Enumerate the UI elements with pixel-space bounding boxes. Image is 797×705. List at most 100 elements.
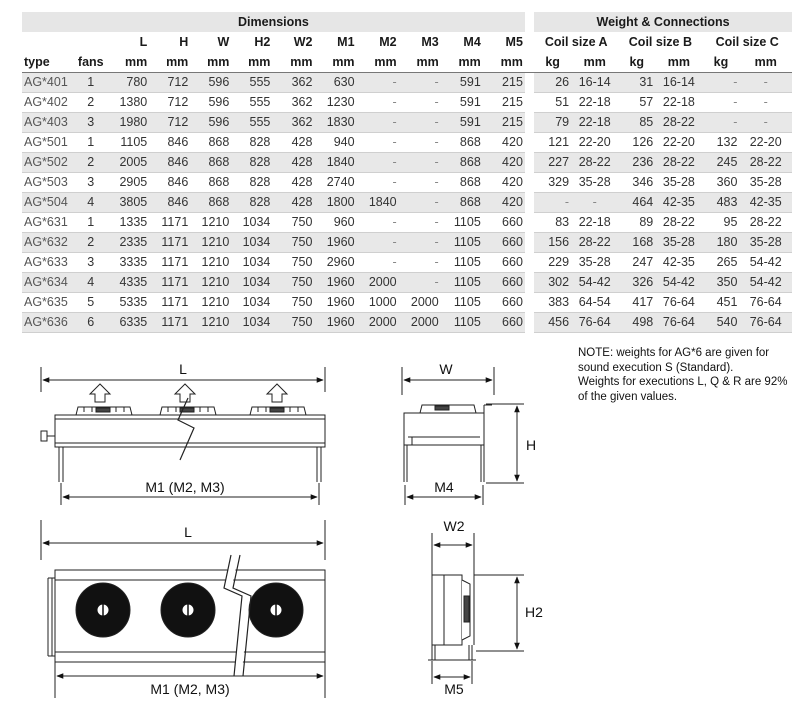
cell-M2: - — [356, 252, 399, 273]
unit-mm: mm — [149, 52, 191, 73]
cell-b-mm: 35-28 — [655, 232, 703, 253]
cell-L: 5335 — [108, 292, 150, 313]
cell-W: 868 — [190, 152, 232, 173]
cell-a-kg: 79 — [534, 112, 572, 133]
cell-a-kg: 121 — [534, 132, 572, 153]
cell-b-kg: 236 — [618, 152, 656, 173]
cell-W2: 750 — [272, 212, 315, 233]
cell-c-mm: - — [739, 112, 792, 133]
unit-kg: kg — [534, 52, 572, 73]
cell-a-kg: 227 — [534, 152, 572, 173]
cell-c-mm: - — [739, 92, 792, 113]
group-dimensions: Dimensions — [22, 12, 525, 32]
cell-fans: 2 — [73, 92, 109, 113]
cell-H: 1171 — [149, 292, 191, 313]
cell-c-kg: 180 — [702, 232, 740, 253]
cell-c-mm: 76-64 — [739, 312, 792, 333]
cell-L: 1980 — [108, 112, 150, 133]
cell-b-kg: 168 — [618, 232, 656, 253]
unit-mm: mm — [356, 52, 399, 73]
cell-type: AG*403 — [22, 112, 74, 133]
note-line-2: Weights for executions L, Q & R are 92% … — [578, 376, 788, 403]
cell-M1: 2740 — [314, 172, 357, 193]
cell-L: 6335 — [108, 312, 150, 333]
note-line-1: NOTE: weights for AG*6 are given for sou… — [578, 347, 770, 374]
cell-H2: 1034 — [231, 272, 273, 293]
unit-mm: mm — [571, 52, 619, 73]
cell-b-kg: 498 — [618, 312, 656, 333]
end-m5-label: M5 — [444, 681, 464, 697]
cell-H2: 555 — [231, 72, 273, 93]
cell-M2: - — [356, 152, 399, 173]
cell-b-mm: 76-64 — [655, 292, 703, 313]
cell-H: 712 — [149, 92, 191, 113]
cell-H: 846 — [149, 192, 191, 213]
header-coil-c: Coil size C — [702, 32, 792, 52]
cell-b-kg: 89 — [618, 212, 656, 233]
specification-table: Dimensions Weight & Connections L H W H2… — [22, 12, 792, 333]
cell-c-kg: 265 — [702, 252, 740, 273]
cell-c-mm: 22-20 — [739, 132, 792, 153]
cell-c-kg: - — [702, 92, 740, 113]
cell-c-mm: 76-64 — [739, 292, 792, 313]
cell-fans: 5 — [73, 292, 109, 313]
cell-M2: 1000 — [356, 292, 399, 313]
cell-type: AG*504 — [22, 192, 74, 213]
cell-M3: - — [398, 212, 441, 233]
fan-icons-top — [75, 582, 304, 638]
header-M5: M5 — [482, 32, 525, 52]
cell-a-mm: 22-18 — [571, 112, 619, 133]
side-height-label: H — [526, 437, 536, 453]
group-weights: Weight & Connections — [534, 12, 792, 32]
cell-M1: 960 — [314, 212, 357, 233]
cell-M4: 591 — [440, 72, 483, 93]
cell-W2: 362 — [272, 72, 315, 93]
unit-mm: mm — [272, 52, 315, 73]
cell-b-mm: 76-64 — [655, 312, 703, 333]
top-view-drawing — [40, 520, 326, 698]
cell-H2: 555 — [231, 112, 273, 133]
cell-a-mm: - — [571, 192, 619, 213]
cell-W: 1210 — [190, 212, 232, 233]
cell-W: 596 — [190, 92, 232, 113]
cell-W: 596 — [190, 112, 232, 133]
cell-c-mm: 28-22 — [739, 212, 792, 233]
cell-L: 4335 — [108, 272, 150, 293]
cell-W2: 750 — [272, 252, 315, 273]
cell-H2: 828 — [231, 132, 273, 153]
cell-M2: - — [356, 112, 399, 133]
cell-fans: 6 — [73, 312, 109, 333]
cell-M1: 1960 — [314, 272, 357, 293]
cell-M4: 868 — [440, 192, 483, 213]
cell-M1: 1960 — [314, 232, 357, 253]
front-view-drawing — [40, 367, 326, 505]
cell-b-kg: 57 — [618, 92, 656, 113]
cell-W: 1210 — [190, 272, 232, 293]
cell-H2: 828 — [231, 152, 273, 173]
cell-M3: - — [398, 172, 441, 193]
cell-M1: 1960 — [314, 312, 357, 333]
group-header-row: Dimensions Weight & Connections — [22, 12, 792, 32]
cell-M2: - — [356, 92, 399, 113]
cell-a-kg: 302 — [534, 272, 572, 293]
fan-housings-front — [75, 406, 307, 416]
cell-a-kg: - — [534, 192, 572, 213]
cell-b-mm: 28-22 — [655, 152, 703, 173]
header-W2: W2 — [272, 32, 315, 52]
cell-M2: - — [356, 212, 399, 233]
cell-c-kg: 350 — [702, 272, 740, 293]
header-type: type — [22, 52, 74, 73]
top-length-label: L — [184, 524, 192, 540]
cell-M1: 1960 — [314, 292, 357, 313]
cell-a-mm: 28-22 — [571, 152, 619, 173]
cell-M4: 868 — [440, 152, 483, 173]
unit-mm: mm — [231, 52, 273, 73]
cell-a-mm: 28-22 — [571, 232, 619, 253]
cell-M5: 660 — [482, 292, 525, 313]
side-m4-label: M4 — [434, 479, 454, 495]
cell-H2: 1034 — [231, 232, 273, 253]
cell-M4: 1105 — [440, 212, 483, 233]
